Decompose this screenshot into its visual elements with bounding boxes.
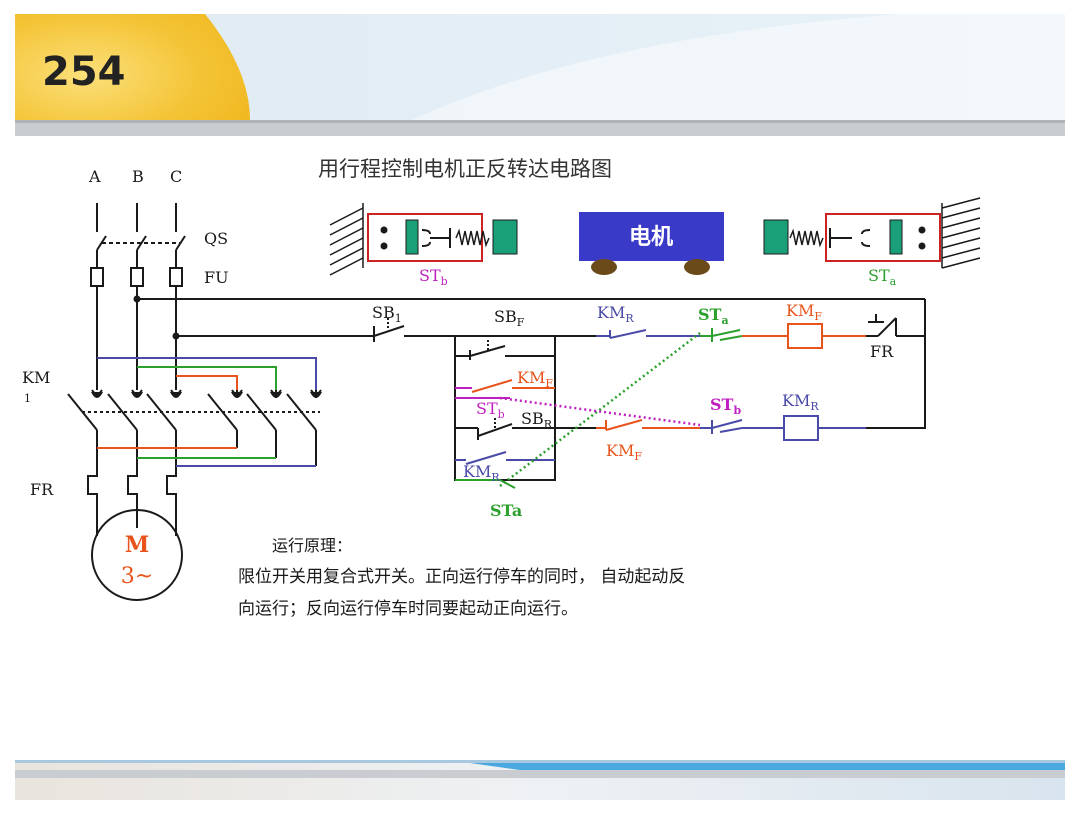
power-circuit: A B C [67, 167, 925, 601]
sta-top-label: STa [698, 305, 729, 327]
sb1-label: SB1 [372, 303, 402, 325]
kmr-hold-label: KMR [463, 462, 500, 484]
description-heading: 运行原理： [272, 536, 352, 555]
diagram-title: 用行程控制电机正反转达电路图 [318, 157, 612, 181]
left-limit-switch [367, 213, 518, 262]
sb1-stop-button [360, 318, 455, 342]
control-circuit [360, 299, 926, 489]
motor-cart: 电机 [579, 212, 724, 275]
km-reverse-contacts [180, 386, 322, 431]
page-number: 254 [42, 49, 126, 95]
sbf-start-button [455, 340, 555, 360]
motor-symbol [91, 509, 183, 601]
kmf-coil-label: KMF [786, 301, 822, 323]
footer-banner [15, 760, 1065, 800]
left-switch-label: STb [419, 266, 448, 288]
km1-label: KM [22, 368, 50, 387]
kmf-hold-label: KMF [517, 368, 553, 390]
sta-bottom-contact [455, 479, 516, 489]
fr-power-label: FR [30, 480, 54, 499]
kmf-coil [787, 323, 823, 349]
description: 运行原理： 限位开关用复合式开关。正向运行停车的同时， 自动起动反 向运行；反向… [238, 536, 685, 619]
sbr-start-button [455, 418, 600, 440]
cart-label: 电机 [629, 225, 673, 250]
phase-a-label: A [88, 167, 101, 186]
phase-c-label: C [170, 167, 182, 186]
stb-hold-label: STb [476, 399, 505, 421]
sta-bottom-label: STa [490, 501, 522, 520]
fr-control-contact [866, 314, 925, 337]
km1-sub-label: 1 [24, 392, 31, 405]
mechanism-diagram: STb 电机 STa [329, 197, 981, 288]
motor-label: M [125, 532, 149, 558]
kmr-coil [783, 415, 819, 441]
description-line-1: 限位开关用复合式开关。正向运行停车的同时， 自动起动反 [238, 567, 685, 587]
kmr-interlock-top [596, 329, 700, 339]
sbf-label: SBF [494, 307, 525, 329]
kmf-hold-contact [455, 379, 555, 393]
sta-top-contact [700, 328, 743, 342]
km1-forward-contacts [67, 389, 182, 431]
kmr-interlock-label: KMR [597, 303, 634, 325]
fu-label: FU [204, 268, 229, 287]
kmf-interlock-label: KMF [606, 441, 642, 463]
stb-bottom-label: STb [710, 395, 741, 417]
right-limit-switch [763, 213, 941, 262]
kmf-interlock-bottom [596, 419, 700, 431]
right-switch-label: STa [868, 266, 897, 288]
kmr-coil-label: KMR [782, 391, 819, 413]
sbr-label: SBR [521, 409, 553, 431]
reversing-wires [97, 357, 317, 467]
motor-sub-label: 3~ [121, 564, 153, 589]
description-line-2: 向运行；反向运行停车时同要起动正向运行。 [238, 599, 578, 619]
phase-b-label: B [132, 167, 144, 186]
kmr-hold-contact [455, 451, 555, 465]
fr-control-label: FR [870, 342, 894, 361]
stb-bottom-contact [700, 419, 784, 434]
header-banner: 254 [15, 14, 1065, 136]
qs-label: QS [204, 229, 228, 248]
